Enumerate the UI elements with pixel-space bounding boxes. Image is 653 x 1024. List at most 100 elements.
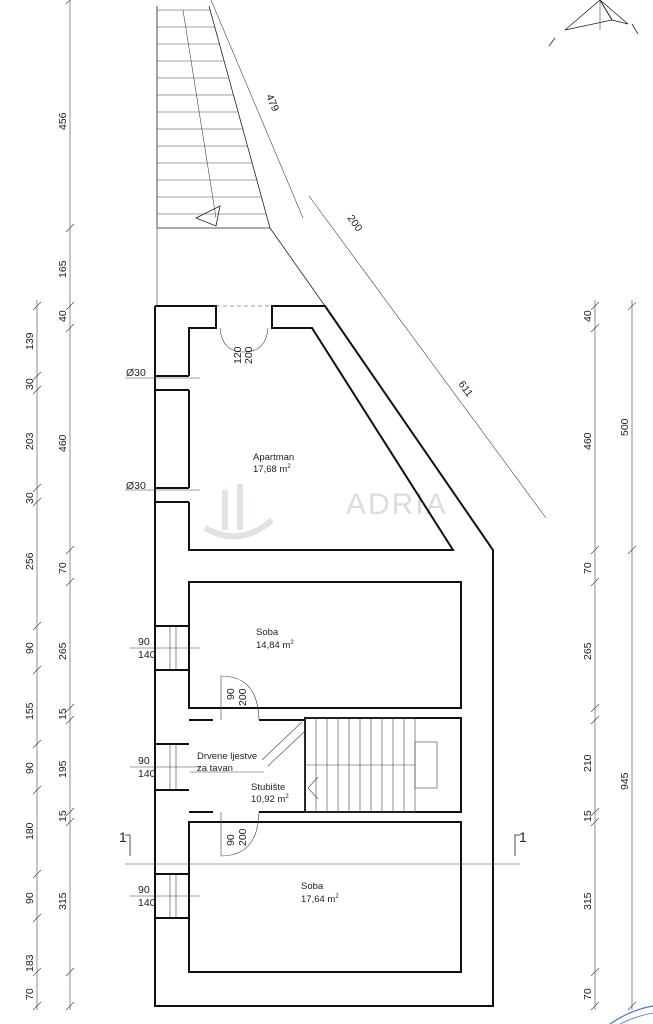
dimension-tick — [32, 785, 42, 795]
dimension-tick — [65, 817, 75, 827]
svg-text:183: 183 — [24, 954, 36, 972]
dimension-tick — [32, 1001, 42, 1011]
attic-ladder-label: Drvene ljestve za tavan — [190, 751, 264, 774]
svg-text:256: 256 — [24, 552, 36, 570]
dimension-tick — [65, 967, 75, 977]
svg-text:139: 139 — [24, 332, 36, 350]
attic-ladder — [261, 721, 305, 767]
dimension-tick — [65, 301, 75, 311]
svg-text:140: 140 — [138, 649, 156, 661]
dimension-tick — [590, 807, 600, 817]
window-2-label: 90 140 — [130, 755, 200, 780]
vent-1-label: Ø30 — [126, 367, 146, 379]
svg-text:70: 70 — [582, 988, 594, 1000]
svg-text:200: 200 — [237, 688, 249, 706]
dims-left-outer: 456 165 40 139 30 203 30 256 90 155 90 1… — [24, 112, 69, 1000]
dimension-tick — [627, 1001, 637, 1011]
outdoor-stairs — [156, 5, 326, 307]
svg-text:479: 479 — [263, 92, 281, 113]
dimension-tick — [590, 323, 600, 333]
svg-text:945: 945 — [619, 772, 631, 790]
svg-text:315: 315 — [582, 892, 594, 910]
dimension-tick — [65, 807, 75, 817]
dimension-tick — [590, 301, 600, 311]
room-apartman-area: 17,68 m — [253, 464, 287, 475]
dims-right-inner: 40 460 70 265 210 15 315 70 — [582, 310, 594, 1000]
dimension-tick — [590, 967, 600, 977]
svg-text:180: 180 — [24, 822, 36, 840]
dimension-tick — [65, 545, 75, 555]
dimension-tick — [32, 739, 42, 749]
section-marker-left: 1 — [119, 829, 127, 845]
svg-text:265: 265 — [57, 642, 69, 660]
entry-height-label: 200 — [243, 346, 255, 364]
room-soba-1-name: Soba — [256, 627, 279, 638]
svg-text:90: 90 — [225, 834, 237, 846]
dimension-tick — [32, 301, 42, 311]
dimension-tick — [590, 577, 600, 587]
watermark: ADRIA — [203, 484, 448, 540]
dimension-tick — [65, 223, 75, 233]
svg-text:70: 70 — [582, 562, 594, 574]
stamp-icon — [609, 1005, 653, 1024]
dimension-tick — [65, 1001, 75, 1011]
room-soba-2-name: Soba — [301, 881, 324, 892]
svg-text:za tavan: za tavan — [197, 763, 233, 774]
section-line: 1 1 — [119, 829, 527, 865]
svg-text:165: 165 — [57, 260, 69, 278]
svg-text:203: 203 — [24, 432, 36, 450]
entry-width-label: 120 — [232, 346, 244, 364]
room-stubiste-name: Stubište — [251, 782, 285, 793]
room-stubiste: Stubište 10,92 m2 — [251, 782, 289, 805]
room-soba-2-area: 17,64 m — [301, 894, 335, 905]
svg-text:70: 70 — [57, 562, 69, 574]
svg-text:155: 155 — [24, 702, 36, 720]
dimension-tick — [32, 497, 42, 507]
svg-text:Drvene ljestve: Drvene ljestve — [197, 751, 257, 762]
svg-text:90: 90 — [138, 884, 150, 896]
dimension-tick — [65, 0, 71, 5]
svg-text:500: 500 — [619, 418, 631, 436]
room-soba-1-area: 14,84 m — [256, 640, 290, 651]
svg-text:611: 611 — [456, 379, 476, 400]
room-apartman: Apartman 17,68 m2 — [253, 452, 294, 475]
interior-stairs — [261, 717, 438, 813]
svg-text:90: 90 — [138, 636, 150, 648]
dimension-tick — [590, 545, 600, 555]
svg-text:140: 140 — [138, 768, 156, 780]
svg-text:90: 90 — [24, 642, 36, 654]
dims-left-inner: 460 70 265 15 195 15 315 — [57, 434, 69, 910]
svg-text:14,84 m2: 14,84 m2 — [256, 640, 294, 651]
svg-text:210: 210 — [582, 754, 594, 772]
dimension-tick — [65, 323, 75, 333]
svg-text:90: 90 — [24, 892, 36, 904]
svg-text:195: 195 — [57, 760, 69, 778]
svg-text:460: 460 — [57, 434, 69, 452]
room-apartman-name: Apartman — [253, 452, 294, 463]
dimension-lines — [32, 0, 637, 1011]
dimension-tick — [627, 545, 637, 555]
dimension-tick — [590, 715, 600, 725]
dimension-tick — [65, 715, 75, 725]
svg-text:315: 315 — [57, 892, 69, 910]
svg-text:70: 70 — [24, 988, 36, 1000]
room-soba-1: Soba 14,84 m2 — [256, 627, 294, 651]
svg-text:200: 200 — [345, 213, 365, 234]
dimension-tick — [32, 967, 42, 977]
dimension-tick — [32, 371, 42, 381]
dimension-tick — [32, 665, 42, 675]
svg-text:10,92 m2: 10,92 m2 — [251, 794, 289, 805]
watermark-text: ADRIA — [346, 488, 448, 521]
dimension-tick — [590, 817, 600, 827]
svg-text:15: 15 — [582, 810, 594, 822]
svg-text:456: 456 — [57, 112, 69, 130]
vent-1: Ø30 — [125, 367, 200, 379]
vent-2: Ø30 — [125, 480, 200, 492]
svg-text:15: 15 — [57, 708, 69, 720]
dimension-tick — [627, 301, 637, 311]
svg-text:17,64 m2: 17,64 m2 — [301, 894, 339, 905]
watermark-logo-icon — [203, 484, 274, 540]
window-3-label: 90 140 — [130, 884, 200, 909]
stair-direction-arrow-icon — [195, 205, 221, 227]
dimension-tick — [65, 703, 75, 713]
